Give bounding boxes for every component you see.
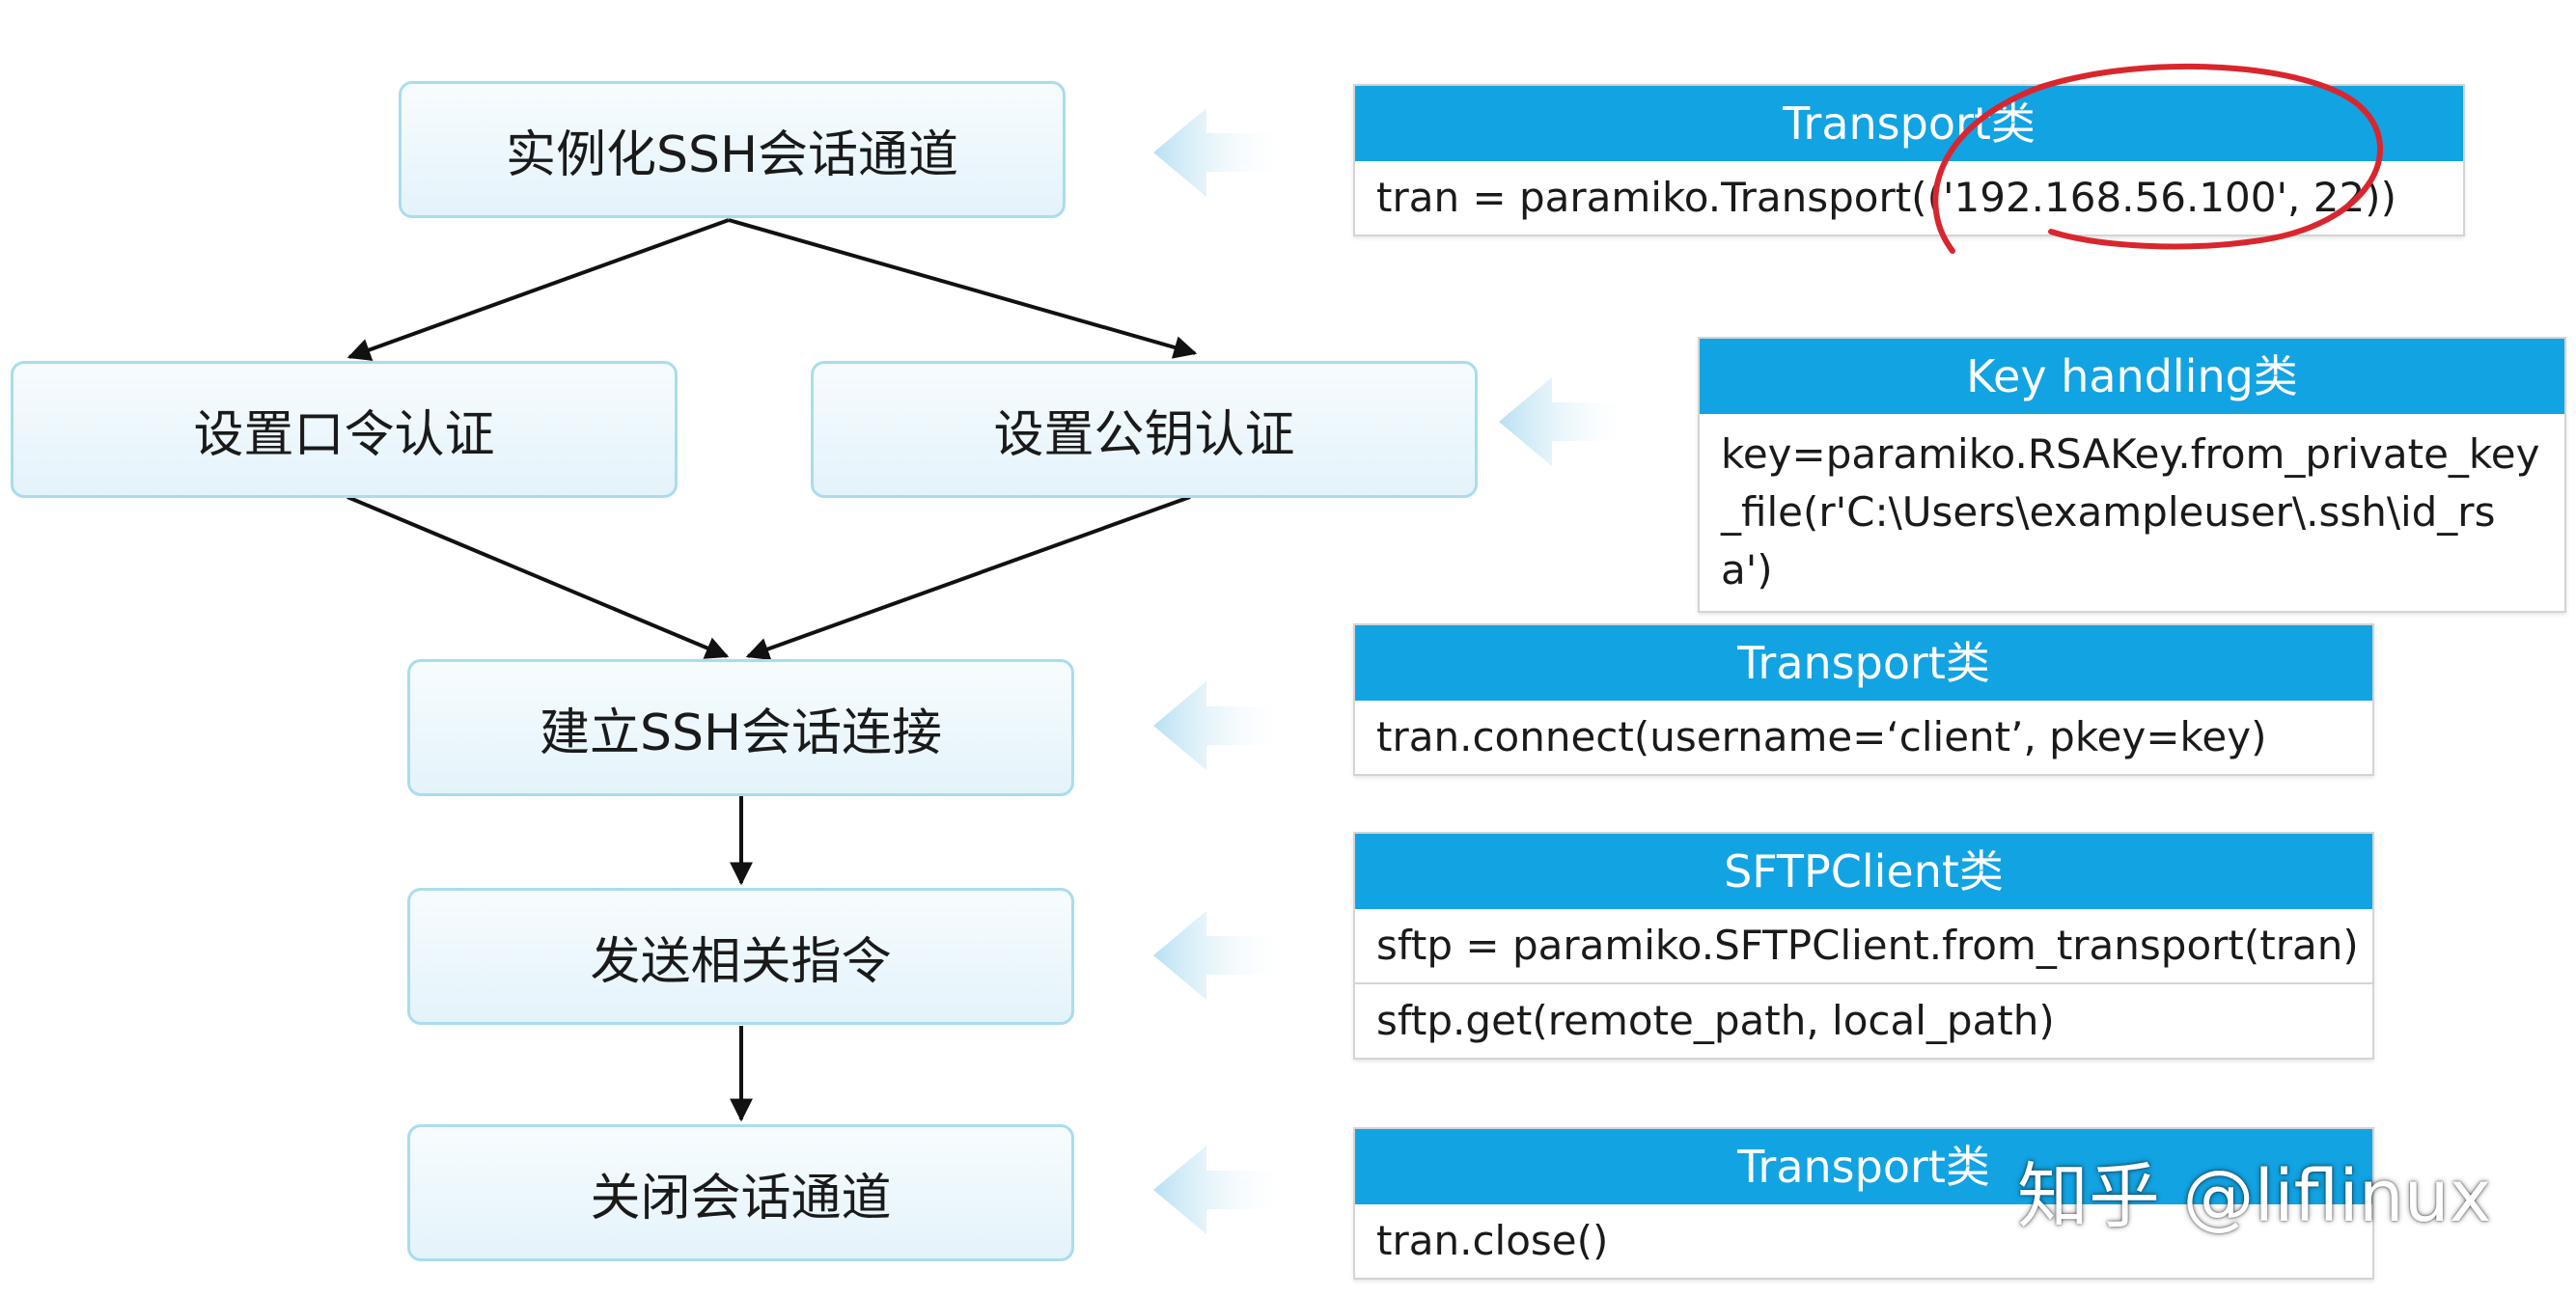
step-pubkey-auth-label: 设置公钥认证: [993, 405, 1295, 464]
panel-sftp-client-code-2: sftp.get(remote_path, local_path): [1355, 982, 2372, 1058]
pointer-arrow-1: [1153, 108, 1288, 197]
arrow-create-to-password: [346, 218, 730, 361]
step-password-auth: 设置口令认证: [11, 361, 678, 498]
annotation-circle: [1932, 63, 2384, 254]
panel-transport-close: Transport类 tran.close(): [1353, 1127, 2374, 1280]
pointer-arrow-3: [1153, 681, 1288, 770]
panel-transport-connect-header: Transport类: [1355, 625, 2372, 701]
pointer-arrow-4: [1153, 911, 1288, 1000]
arrow-create-to-pubkey: [728, 218, 1198, 359]
step-create-ssh-channel: 实例化SSH会话通道: [399, 81, 1066, 218]
pointer-arrow-2: [1499, 377, 1634, 466]
panel-sftp-client: SFTPClient类 sftp = paramiko.SFTPClient.f…: [1353, 832, 2374, 1060]
step-close-channel-label: 关闭会话通道: [590, 1169, 892, 1228]
panel-key-handling-code: key=paramiko.RSAKey.from_private_key_fil…: [1721, 430, 2540, 593]
step-pubkey-auth: 设置公钥认证: [811, 361, 1478, 498]
step-send-commands-label: 发送相关指令: [590, 932, 892, 991]
panel-transport-init-header: Transport类: [1355, 86, 2463, 161]
pointer-arrows: [1153, 108, 1634, 1234]
step-send-commands: 发送相关指令: [407, 888, 1074, 1025]
step-establish-connection: 建立SSH会话连接: [407, 659, 1074, 796]
panel-transport-close-header: Transport类: [1355, 1129, 2372, 1204]
panel-key-handling-header: Key handling类: [1700, 339, 2564, 414]
step-close-channel: 关闭会话通道: [407, 1124, 1074, 1261]
watermark: 知乎 @liflinux: [2017, 1155, 2492, 1238]
panel-transport-init: Transport类 tran = paramiko.Transport(('1…: [1353, 84, 2465, 236]
step-password-auth-label: 设置口令认证: [193, 405, 495, 464]
step-establish-connection-label: 建立SSH会话连接: [539, 704, 943, 762]
panel-sftp-client-code-1: sftp = paramiko.SFTPClient.from_transpor…: [1376, 922, 2359, 969]
panel-transport-connect-code: tran.connect(username=‘client’, pkey=key…: [1376, 713, 2267, 760]
pointer-arrow-5: [1153, 1145, 1288, 1234]
panel-sftp-client-header: SFTPClient类: [1355, 834, 2372, 909]
arrow-pubkey-to-connect: [745, 495, 1191, 660]
panel-transport-connect: Transport类 tran.connect(username=‘client…: [1353, 623, 2374, 776]
step-create-ssh-channel-label: 实例化SSH会话通道: [505, 125, 959, 184]
panel-key-handling: Key handling类 key=paramiko.RSAKey.from_p…: [1698, 337, 2566, 613]
panel-transport-close-code: tran.close(): [1376, 1217, 1609, 1264]
arrow-password-to-connect: [346, 495, 730, 659]
panel-transport-init-code: tran = paramiko.Transport(('192.168.56.1…: [1376, 174, 2396, 221]
